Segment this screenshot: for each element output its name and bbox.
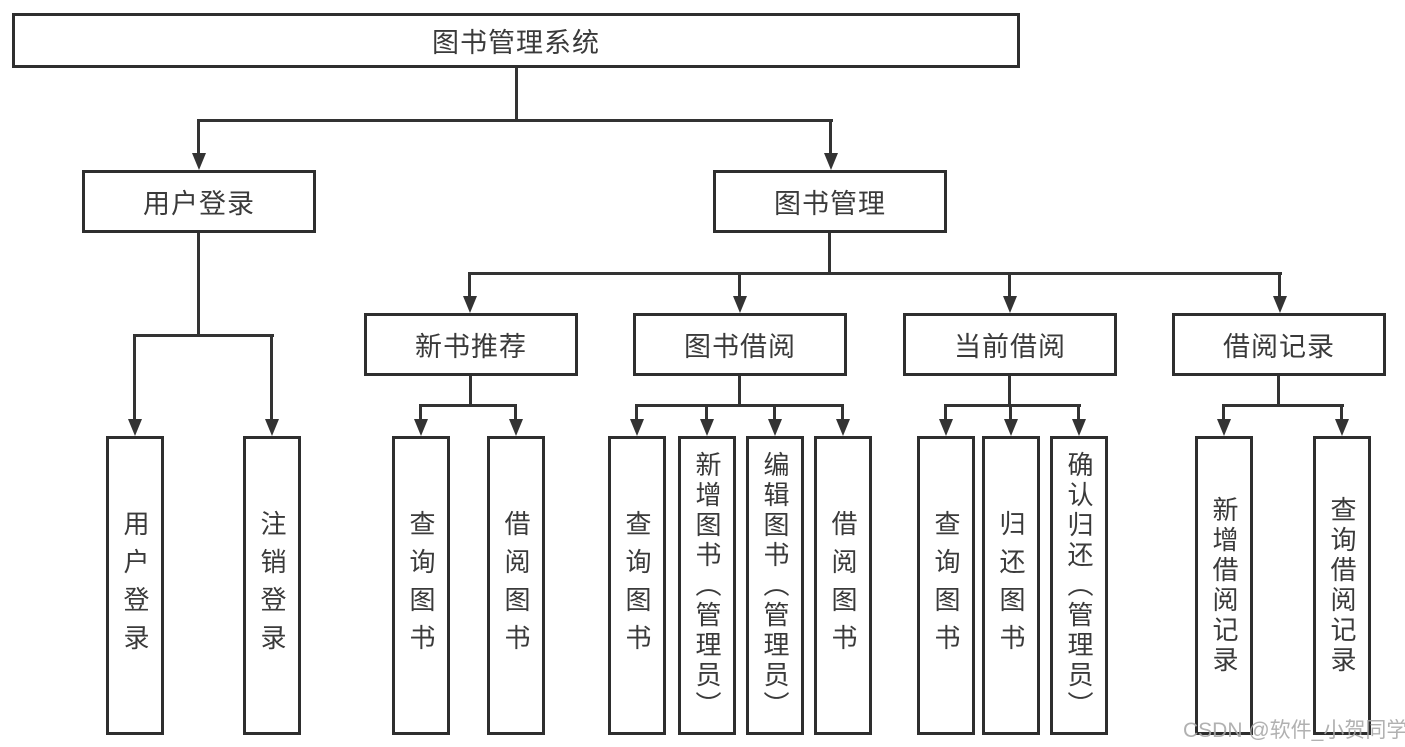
leaf-logout-label: 注销登录 bbox=[257, 509, 287, 662]
connector-drop-leaf bbox=[419, 404, 422, 420]
leaf-borrowing-edit-admin: 编辑图书（管理员） bbox=[746, 436, 804, 735]
arrowhead-icon bbox=[128, 419, 142, 436]
node-book-management-label: 图书管理 bbox=[774, 189, 886, 219]
connector-drop-leaf bbox=[1077, 404, 1080, 420]
arrowhead-icon bbox=[265, 419, 279, 436]
connector-drop-leaf bbox=[841, 404, 844, 420]
leaf-borrowing-query-label: 查询图书 bbox=[622, 509, 652, 662]
connector-borrowing-rail bbox=[635, 404, 844, 407]
arrowhead-icon bbox=[1072, 419, 1086, 436]
connector-newbooks-stem bbox=[469, 376, 472, 406]
leaf-current-confirm-return-admin: 确认归还（管理员） bbox=[1050, 436, 1108, 735]
leaf-logout: 注销登录 bbox=[243, 436, 301, 735]
connector-root-rail bbox=[197, 119, 833, 122]
node-new-book-recommend-label: 新书推荐 bbox=[415, 332, 527, 362]
node-borrowing-records: 借阅记录 bbox=[1172, 313, 1386, 376]
arrowhead-icon bbox=[939, 419, 953, 436]
connector-drop-leaf bbox=[514, 404, 517, 420]
leaf-current-query-label: 查询图书 bbox=[931, 509, 961, 662]
connector-drop-leaf bbox=[773, 404, 776, 420]
leaf-borrowing-borrow: 借阅图书 bbox=[814, 436, 872, 735]
connector-drop-book-management bbox=[829, 119, 832, 155]
connector-borrowing-stem bbox=[738, 376, 741, 406]
leaf-borrowing-add-admin: 新增图书（管理员） bbox=[678, 436, 736, 735]
leaf-current-query: 查询图书 bbox=[917, 436, 975, 735]
arrowhead-icon bbox=[1273, 296, 1287, 313]
connector-drop-leaf bbox=[1009, 404, 1012, 420]
connector-bookmgmt-rail bbox=[468, 272, 1282, 275]
leaf-records-query-label: 查询借阅记录 bbox=[1327, 495, 1357, 676]
connector-root-stem bbox=[515, 68, 518, 122]
connector-drop-leaf bbox=[1222, 404, 1225, 420]
csdn-watermark: CSDN @软件_小贺同学 bbox=[1183, 719, 1405, 742]
connector-drop-leaf bbox=[944, 404, 947, 420]
connector-drop-leaf bbox=[270, 334, 273, 420]
leaf-borrowing-borrow-label: 借阅图书 bbox=[828, 509, 858, 662]
connector-bookmgmt-stem bbox=[828, 233, 831, 274]
connector-drop-leaf bbox=[1340, 404, 1343, 420]
node-book-borrowing-label: 图书借阅 bbox=[684, 332, 796, 362]
arrowhead-icon bbox=[700, 419, 714, 436]
connector-current-rail bbox=[944, 404, 1081, 407]
arrowhead-icon bbox=[1004, 419, 1018, 436]
node-root: 图书管理系统 bbox=[12, 13, 1020, 68]
connector-records-stem bbox=[1277, 376, 1280, 406]
leaf-current-return-label: 归还图书 bbox=[996, 509, 1026, 662]
connector-newbooks-rail bbox=[419, 404, 517, 407]
leaf-borrowing-add-admin-label: 新增图书（管理员） bbox=[692, 450, 722, 721]
node-new-book-recommend: 新书推荐 bbox=[364, 313, 578, 376]
connector-current-stem bbox=[1008, 376, 1011, 406]
leaf-newbooks-borrow-label: 借阅图书 bbox=[501, 509, 531, 662]
node-user-login: 用户登录 bbox=[82, 170, 316, 233]
connector-drop-user-login bbox=[197, 119, 200, 155]
connector-drop-leaf bbox=[133, 334, 136, 420]
connector-userlogin-stem bbox=[197, 233, 200, 336]
connector-userlogin-rail bbox=[133, 334, 274, 337]
leaf-current-confirm-return-admin-label: 确认归还（管理员） bbox=[1064, 450, 1094, 721]
arrowhead-icon bbox=[836, 419, 850, 436]
arrowhead-icon bbox=[463, 296, 477, 313]
node-book-management: 图书管理 bbox=[713, 170, 947, 233]
leaf-records-query: 查询借阅记录 bbox=[1313, 436, 1371, 735]
arrowhead-icon bbox=[1335, 419, 1349, 436]
node-borrowing-records-label: 借阅记录 bbox=[1223, 332, 1335, 362]
leaf-current-return: 归还图书 bbox=[982, 436, 1040, 735]
connector-drop-section bbox=[468, 272, 471, 298]
leaf-user-login: 用户登录 bbox=[106, 436, 164, 735]
leaf-records-add: 新增借阅记录 bbox=[1195, 436, 1253, 735]
leaf-records-add-label: 新增借阅记录 bbox=[1209, 495, 1239, 676]
leaf-newbooks-query: 查询图书 bbox=[392, 436, 450, 735]
node-current-borrowing-label: 当前借阅 bbox=[954, 332, 1066, 362]
connector-drop-section bbox=[1008, 272, 1011, 298]
arrowhead-icon bbox=[768, 419, 782, 436]
leaf-borrowing-query: 查询图书 bbox=[608, 436, 666, 735]
arrowhead-icon bbox=[509, 419, 523, 436]
arrowhead-icon bbox=[192, 153, 206, 170]
leaf-borrowing-edit-admin-label: 编辑图书（管理员） bbox=[760, 450, 790, 721]
node-current-borrowing: 当前借阅 bbox=[903, 313, 1117, 376]
leaf-newbooks-query-label: 查询图书 bbox=[406, 509, 436, 662]
arrowhead-icon bbox=[824, 153, 838, 170]
leaf-user-login-label: 用户登录 bbox=[120, 509, 150, 662]
node-root-label: 图书管理系统 bbox=[432, 28, 600, 58]
connector-drop-section bbox=[1278, 272, 1281, 298]
leaf-newbooks-borrow: 借阅图书 bbox=[487, 436, 545, 735]
connector-records-rail bbox=[1222, 404, 1344, 407]
arrowhead-icon bbox=[1217, 419, 1231, 436]
node-book-borrowing: 图书借阅 bbox=[633, 313, 847, 376]
connector-drop-leaf bbox=[635, 404, 638, 420]
arrowhead-icon bbox=[414, 419, 428, 436]
connector-drop-section bbox=[738, 272, 741, 298]
arrowhead-icon bbox=[1003, 296, 1017, 313]
arrowhead-icon bbox=[630, 419, 644, 436]
arrowhead-icon bbox=[733, 296, 747, 313]
connector-drop-leaf bbox=[705, 404, 708, 420]
node-user-login-label: 用户登录 bbox=[143, 189, 255, 219]
